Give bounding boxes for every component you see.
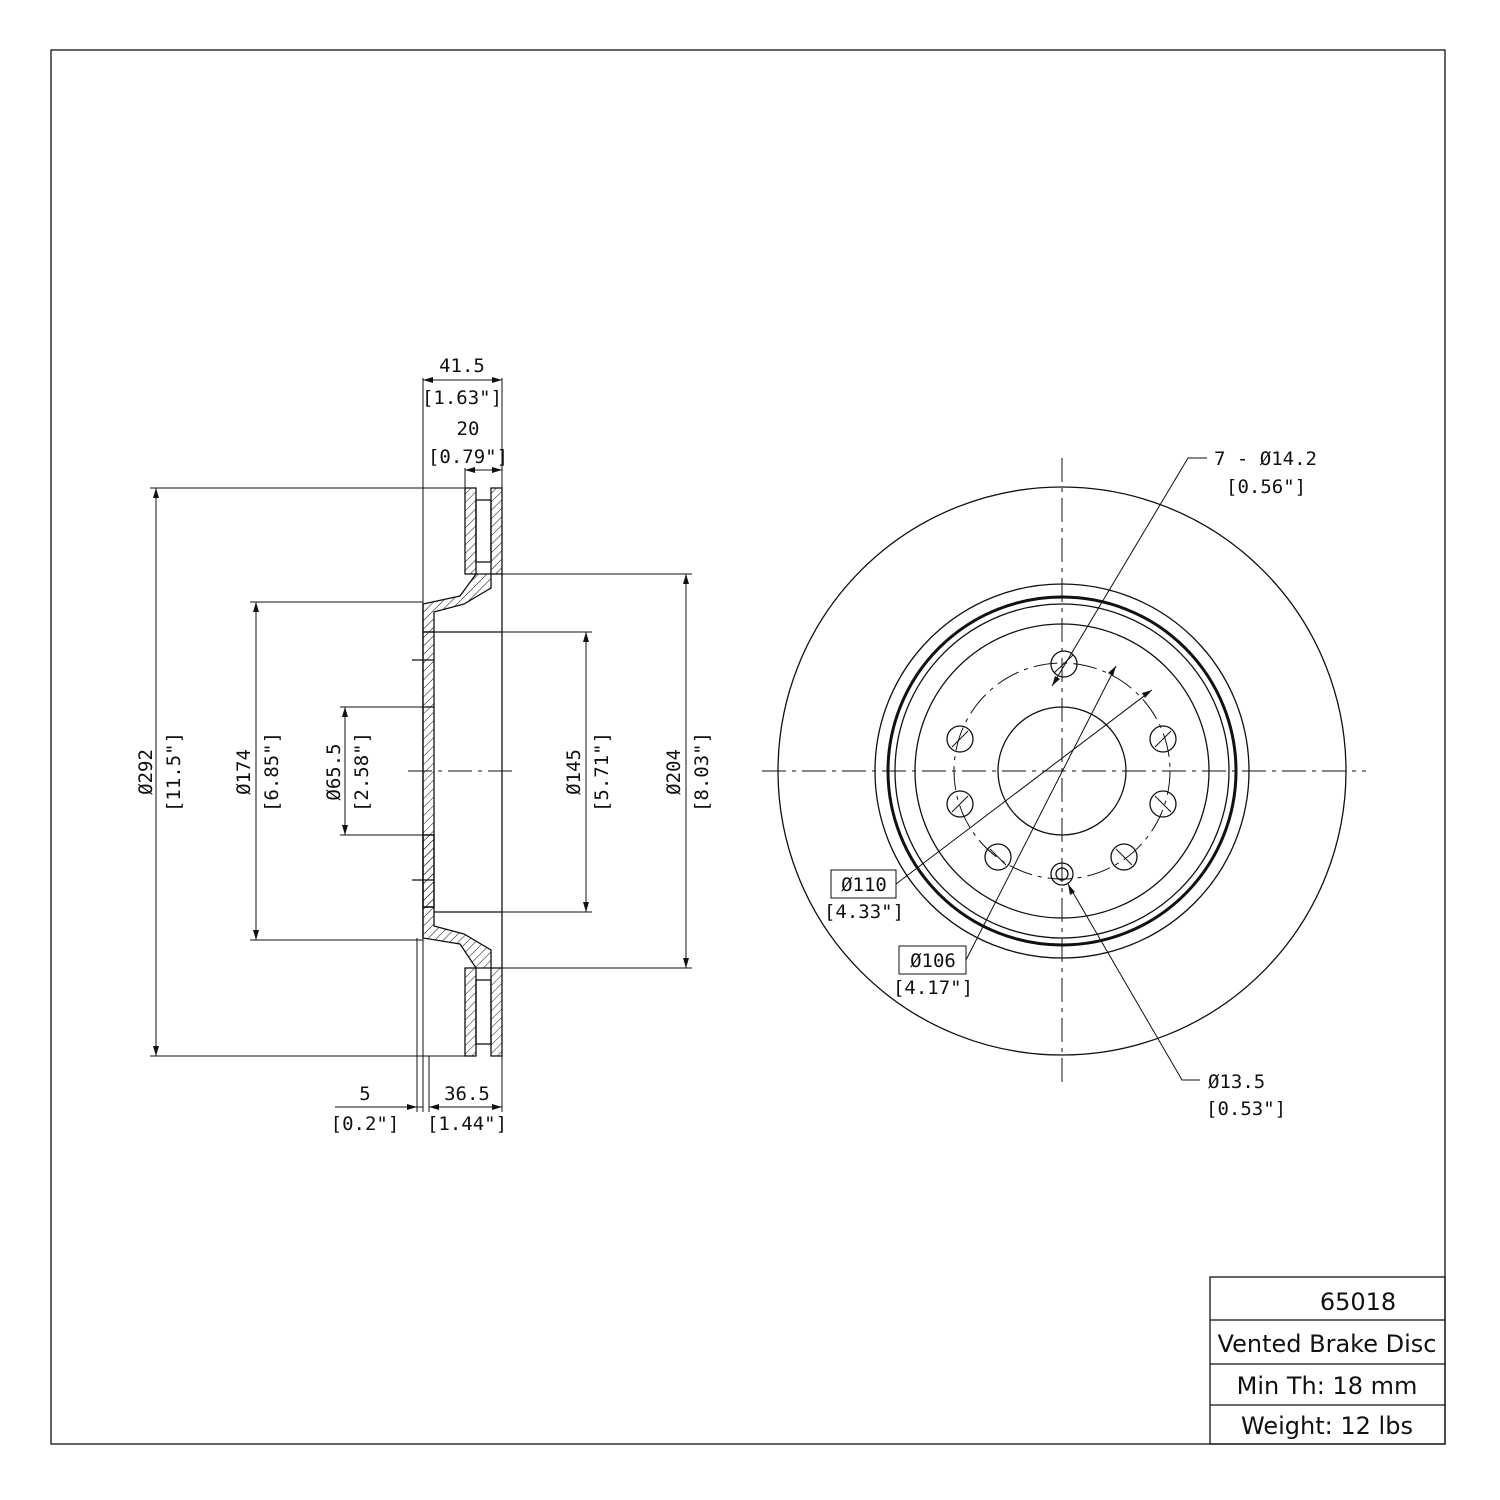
hat-depth-dim-in: [1.44"] — [427, 1113, 507, 1135]
braking-diameter-dim: Ø204 — [663, 749, 685, 795]
lower-vane — [475, 979, 492, 1045]
outer-diameter-dim-in: [11.5"] — [163, 732, 185, 812]
upper-hat-neck — [422, 573, 492, 633]
locating-hole-inner — [1055, 867, 1069, 881]
bolt-hole — [1149, 725, 1177, 753]
braking-diameter-dim-in: [8.03"] — [691, 732, 713, 812]
hat-diameter-dim-in: [6.85"] — [261, 732, 283, 812]
bolt-circle-b-label-in: [4.17"] — [893, 977, 973, 999]
flange-dim: 5 — [359, 1083, 370, 1105]
lower-inner-plate — [490, 967, 503, 1057]
width-dim: 41.5 — [439, 355, 485, 377]
part-number: 65018 — [1320, 1288, 1396, 1316]
bolt-hole — [1149, 790, 1177, 818]
inner-hat-diameter-dim-in: [5.71"] — [591, 732, 613, 812]
drawing-frame — [50, 49, 1446, 1445]
min-thickness: Min Th: 18 mm — [1237, 1372, 1418, 1400]
bolt-holes — [946, 650, 1177, 871]
hat-depth-dim: 36.5 — [444, 1083, 490, 1105]
bolt-holes-label-in: [0.56"] — [1226, 476, 1306, 498]
bolt-circle-b-box — [898, 945, 967, 975]
title-block: 65018 Vented Brake Disc Min Th: 18 mm We… — [1209, 1276, 1446, 1445]
weight: Weight: 12 lbs — [1241, 1412, 1413, 1440]
bolt-hole — [1050, 650, 1078, 678]
hub-face-lower — [422, 834, 435, 908]
upper-inner-plate — [490, 487, 503, 575]
bore-diameter-dim: Ø65.5 — [323, 743, 345, 800]
outer-diameter-dim: Ø292 — [135, 749, 157, 795]
front-view: 7 - Ø14.2 [0.56"] Ø110 [4.33"] Ø106 [4.1… — [762, 448, 1366, 1120]
upper-outer-plate — [464, 487, 477, 575]
thickness-dim-in: [0.79"] — [428, 446, 508, 468]
bolt-circle-a-label-in: [4.33"] — [824, 901, 904, 923]
lower-hat-neck — [422, 906, 492, 969]
inner-hat-diameter-dim: Ø145 — [563, 749, 585, 795]
bolt-hole — [1110, 843, 1138, 871]
bore-diameter-dim-in: [2.58"] — [351, 732, 373, 812]
width-dim-in: [1.63"] — [422, 387, 502, 409]
locating-hole — [1050, 862, 1074, 886]
lower-outer-plate — [464, 967, 477, 1057]
part-description: Vented Brake Disc — [1218, 1330, 1437, 1358]
bolt-hole — [984, 843, 1012, 871]
bolt-circle-b-label: Ø106 — [910, 950, 956, 972]
locating-hole-label-in: [0.53"] — [1206, 1098, 1286, 1120]
bolt-hole — [946, 790, 974, 818]
hat-diameter-dim: Ø174 — [233, 749, 255, 795]
bolt-holes-label: 7 - Ø14.2 — [1214, 448, 1317, 470]
thickness-dim: 20 — [457, 418, 480, 440]
bolt-circle-a-label: Ø110 — [841, 874, 887, 896]
bolt-circle-a-box — [830, 869, 897, 899]
side-view: 41.5 [1.63"] 20 [0.79"] Ø292 [11.5"] Ø17… — [135, 355, 713, 1135]
locating-hole-label: Ø13.5 — [1208, 1071, 1265, 1093]
bolt-hole — [946, 725, 974, 753]
flange-dim-in: [0.2"] — [331, 1113, 400, 1135]
upper-vane — [475, 499, 492, 563]
